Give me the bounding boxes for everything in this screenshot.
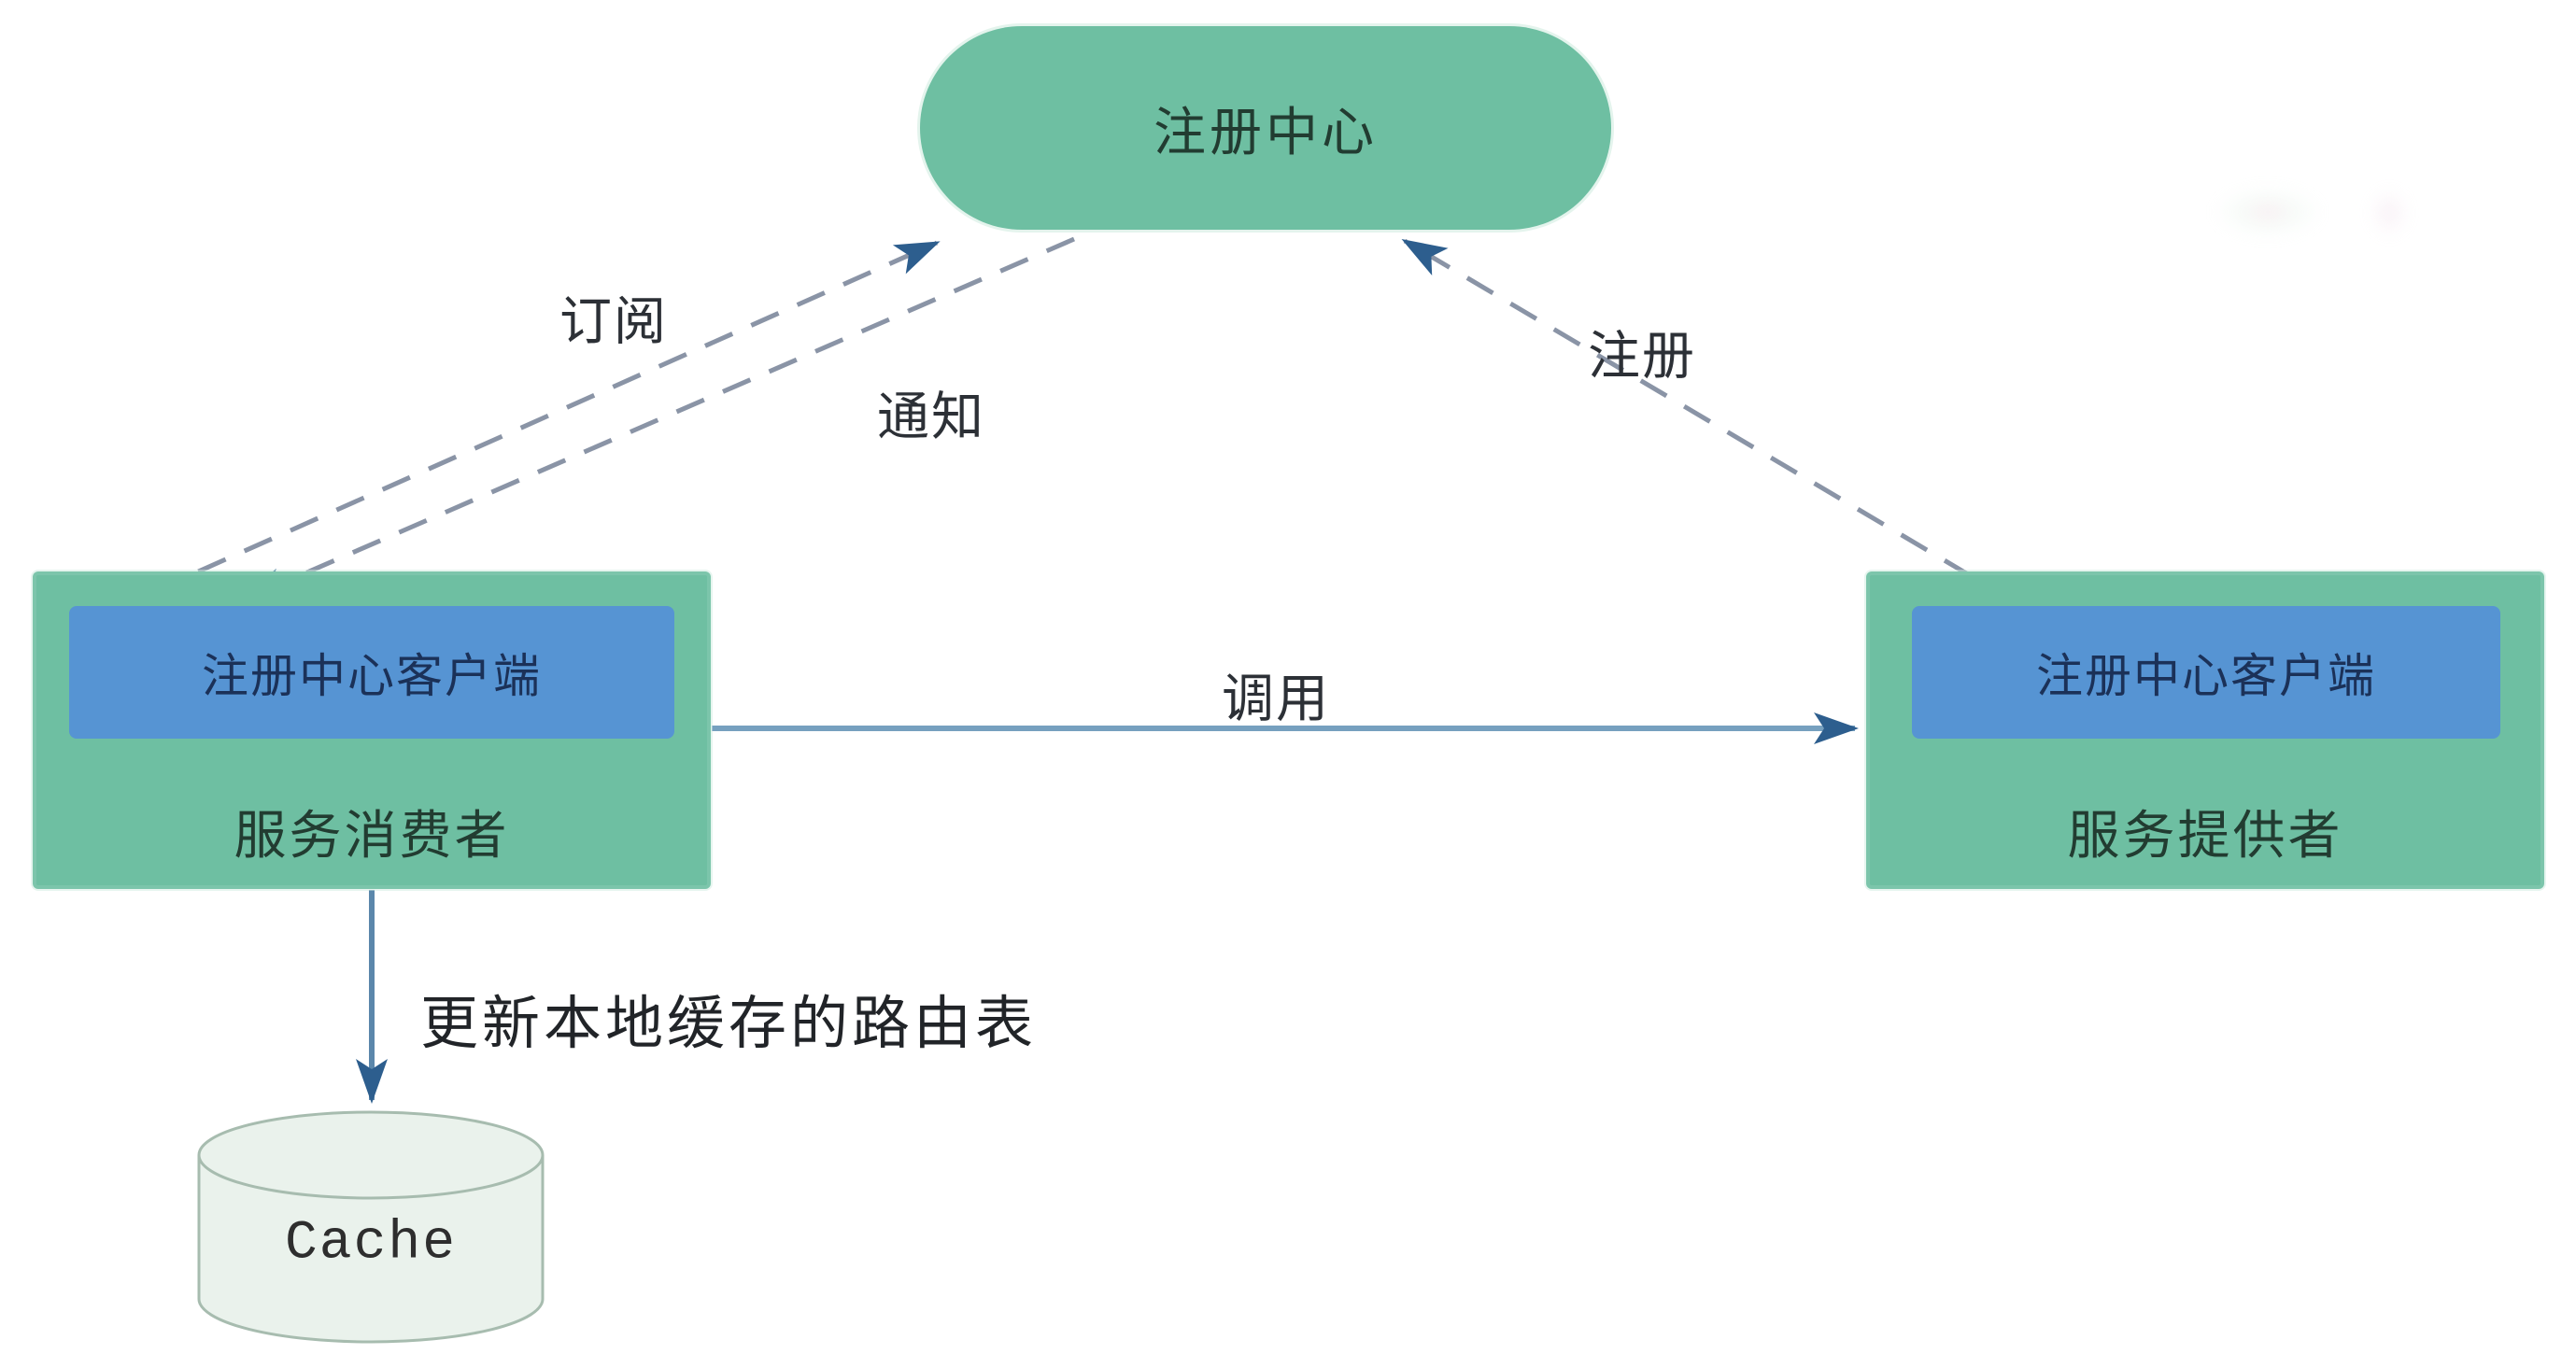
registry-node: 注册中心 <box>920 26 1611 230</box>
register-label: 注册 <box>1588 326 1696 386</box>
cache-label: Cache <box>284 1213 458 1275</box>
provider-client-label: 注册中心客户端 <box>2036 650 2376 702</box>
artifact-smudge <box>2212 185 2324 239</box>
provider-role-label: 服务提供者 <box>2067 806 2343 865</box>
consumer-client-label: 注册中心客户端 <box>202 650 542 702</box>
register-arrow <box>1401 238 2016 604</box>
consumer-node: 注册中心客户端 服务消费者 <box>33 571 711 889</box>
subscribe-label: 订阅 <box>559 291 668 351</box>
update-cache-label: 更新本地缓存的路由表 <box>419 992 1038 1056</box>
artifact-smudge <box>2368 187 2411 239</box>
invoke-label: 调用 <box>1222 669 1330 728</box>
provider-node: 注册中心客户端 服务提供者 <box>1866 571 2544 889</box>
consumer-role-label: 服务消费者 <box>234 806 510 865</box>
subscribe-arrow <box>150 240 941 595</box>
notify-label: 通知 <box>877 387 985 446</box>
consumer-client-box: 注册中心客户端 <box>69 606 674 739</box>
provider-client-box: 注册中心客户端 <box>1912 606 2500 739</box>
registry-label: 注册中心 <box>1154 102 1378 162</box>
